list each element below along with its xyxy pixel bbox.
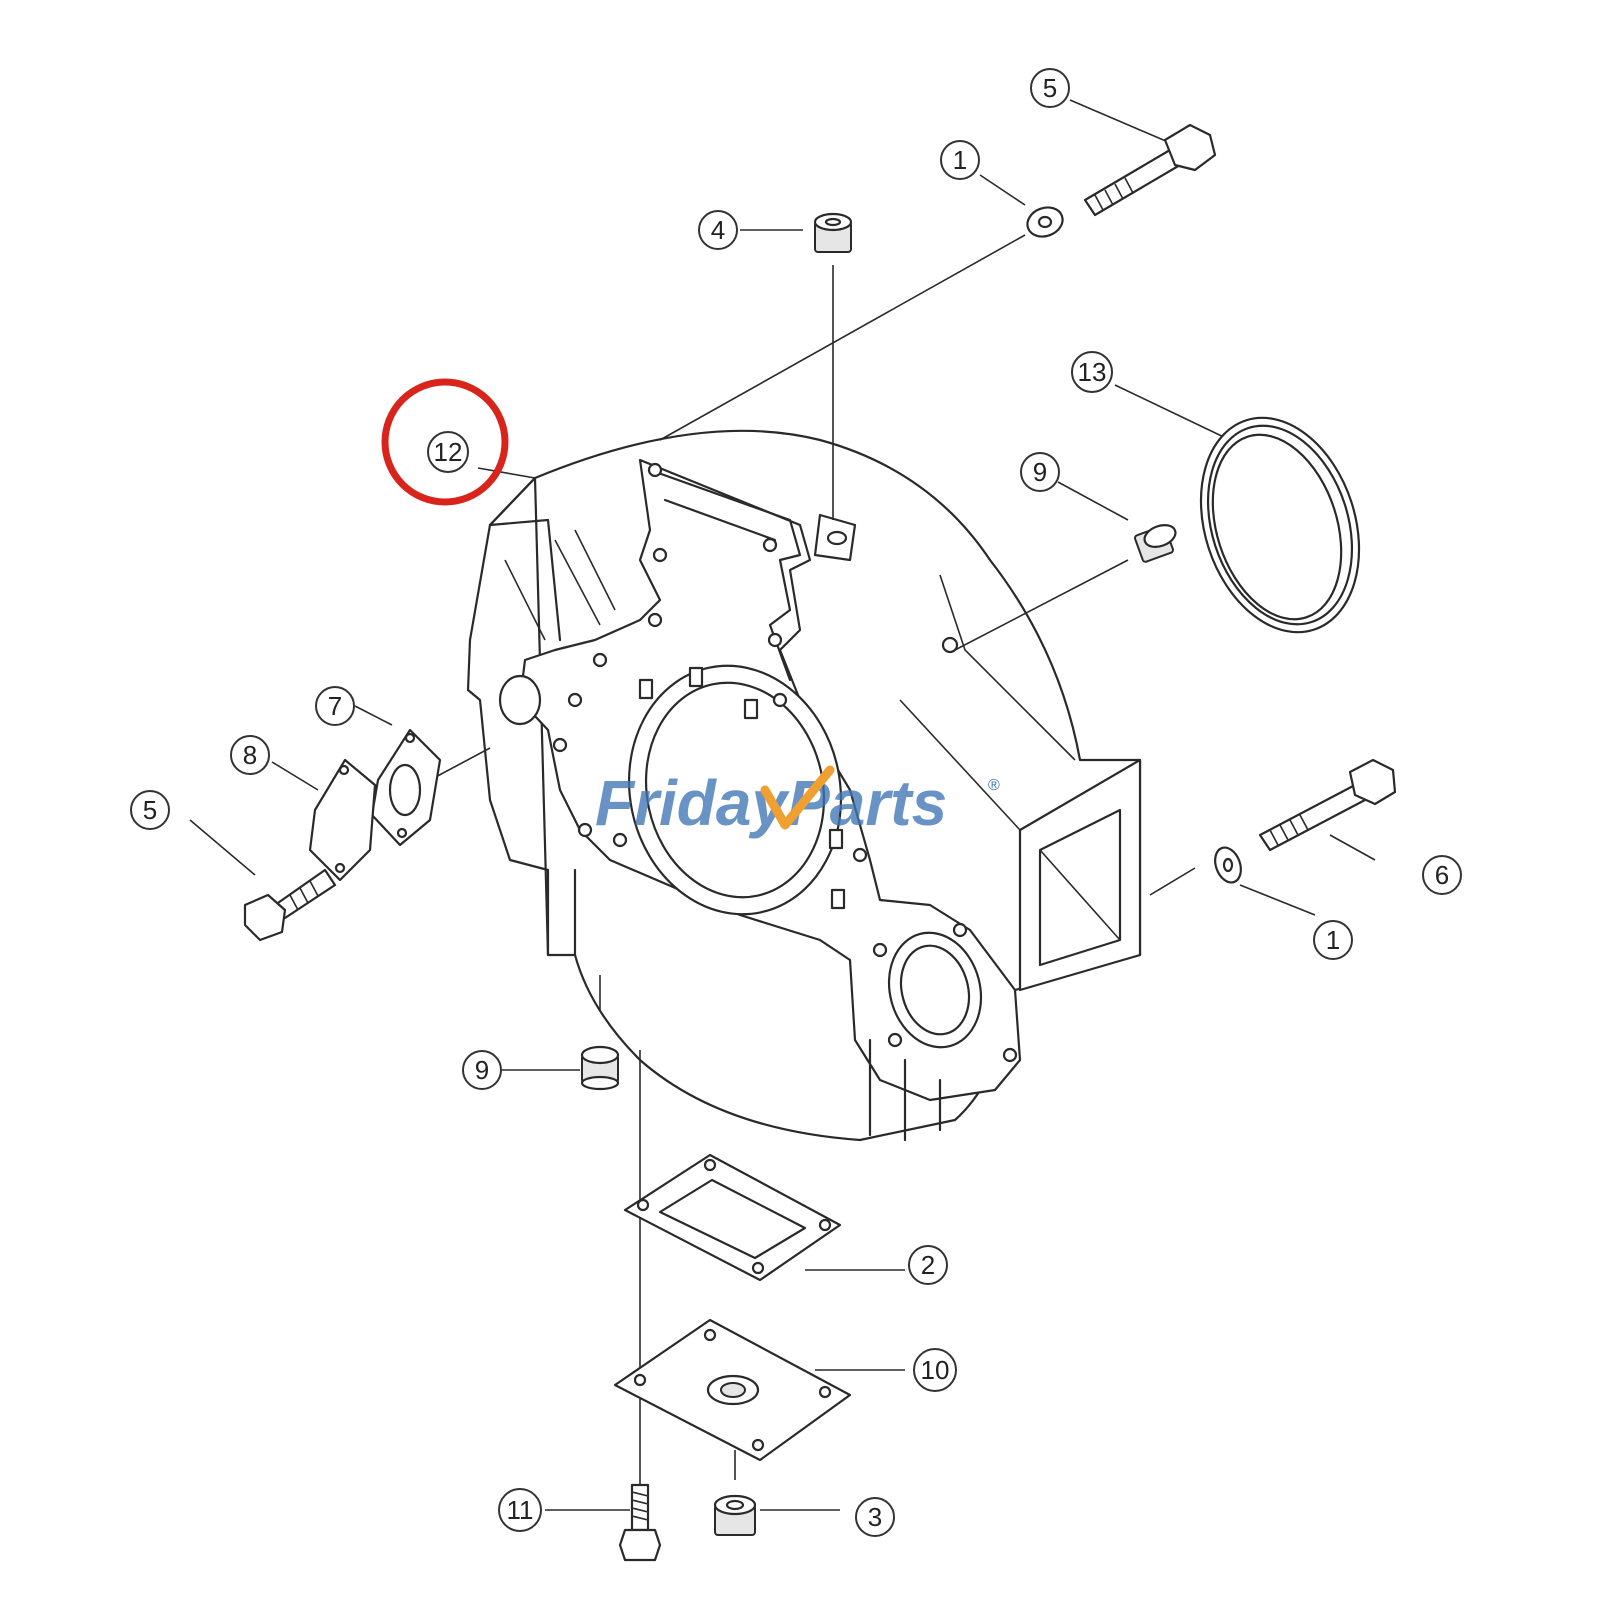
svg-text:3: 3 bbox=[868, 1502, 882, 1532]
callout-7: 7 bbox=[315, 686, 355, 726]
callout-11: 11 bbox=[498, 1488, 542, 1532]
plug-lower bbox=[713, 1494, 757, 1536]
callout-5-left: 5 bbox=[130, 790, 170, 830]
watermark-check-mark bbox=[760, 765, 835, 830]
cover-gasket bbox=[370, 728, 442, 847]
bolt-bottom bbox=[618, 1483, 662, 1562]
watermark-text-part1: Friday bbox=[595, 767, 790, 839]
washer-top bbox=[1026, 206, 1064, 238]
svg-text:8: 8 bbox=[243, 740, 257, 770]
washer-right bbox=[1214, 846, 1242, 884]
plug-right bbox=[1134, 524, 1177, 563]
bolt-right bbox=[1258, 758, 1397, 852]
callout-9-right: 9 bbox=[1020, 452, 1060, 492]
callout-4: 4 bbox=[698, 210, 738, 250]
watermark: FridayParts ® bbox=[595, 765, 1000, 839]
cover-plate bbox=[308, 758, 377, 882]
svg-text:2: 2 bbox=[921, 1250, 935, 1280]
bolt-left bbox=[243, 868, 337, 942]
bottom-gasket bbox=[623, 1153, 842, 1282]
svg-text:6: 6 bbox=[1435, 860, 1449, 890]
svg-text:7: 7 bbox=[328, 691, 342, 721]
svg-text:4: 4 bbox=[711, 215, 725, 245]
callouts: 5 1 4 13 12 9 7 8 5 6 1 9 2 10 11 3 bbox=[130, 68, 1462, 1537]
svg-text:5: 5 bbox=[143, 795, 157, 825]
watermark-text-part2: Parts bbox=[787, 767, 947, 839]
svg-text:5: 5 bbox=[1043, 73, 1057, 103]
callout-12: 12 bbox=[427, 431, 469, 473]
callout-2: 2 bbox=[908, 1245, 948, 1285]
callout-5-top: 5 bbox=[1030, 68, 1070, 108]
highlight-ring bbox=[381, 378, 509, 506]
plug-top bbox=[813, 212, 853, 253]
callout-10: 10 bbox=[913, 1348, 957, 1392]
callout-13: 13 bbox=[1071, 351, 1113, 393]
svg-text:1: 1 bbox=[1326, 925, 1340, 955]
svg-text:9: 9 bbox=[475, 1055, 489, 1085]
svg-text:13: 13 bbox=[1078, 357, 1107, 387]
flywheel-housing bbox=[466, 429, 1142, 1142]
svg-text:12: 12 bbox=[434, 437, 463, 467]
callout-8: 8 bbox=[230, 735, 270, 775]
callout-9-bottom: 9 bbox=[462, 1050, 502, 1090]
callout-3: 3 bbox=[855, 1497, 895, 1537]
svg-text:1: 1 bbox=[953, 145, 967, 175]
plug-bottom bbox=[580, 1045, 620, 1091]
svg-text:10: 10 bbox=[921, 1355, 950, 1385]
callout-1-right: 1 bbox=[1313, 920, 1353, 960]
svg-text:FridayParts: FridayParts bbox=[595, 767, 947, 839]
bolt-top bbox=[1083, 123, 1217, 217]
oil-seal bbox=[1199, 416, 1361, 634]
watermark-registered-mark: ® bbox=[988, 777, 1000, 794]
callout-1-top: 1 bbox=[940, 140, 980, 180]
callout-6: 6 bbox=[1422, 855, 1462, 895]
leader-lines bbox=[189, 99, 1376, 1555]
bottom-plate bbox=[613, 1318, 852, 1462]
svg-text:9: 9 bbox=[1033, 457, 1047, 487]
svg-text:11: 11 bbox=[507, 1495, 534, 1525]
